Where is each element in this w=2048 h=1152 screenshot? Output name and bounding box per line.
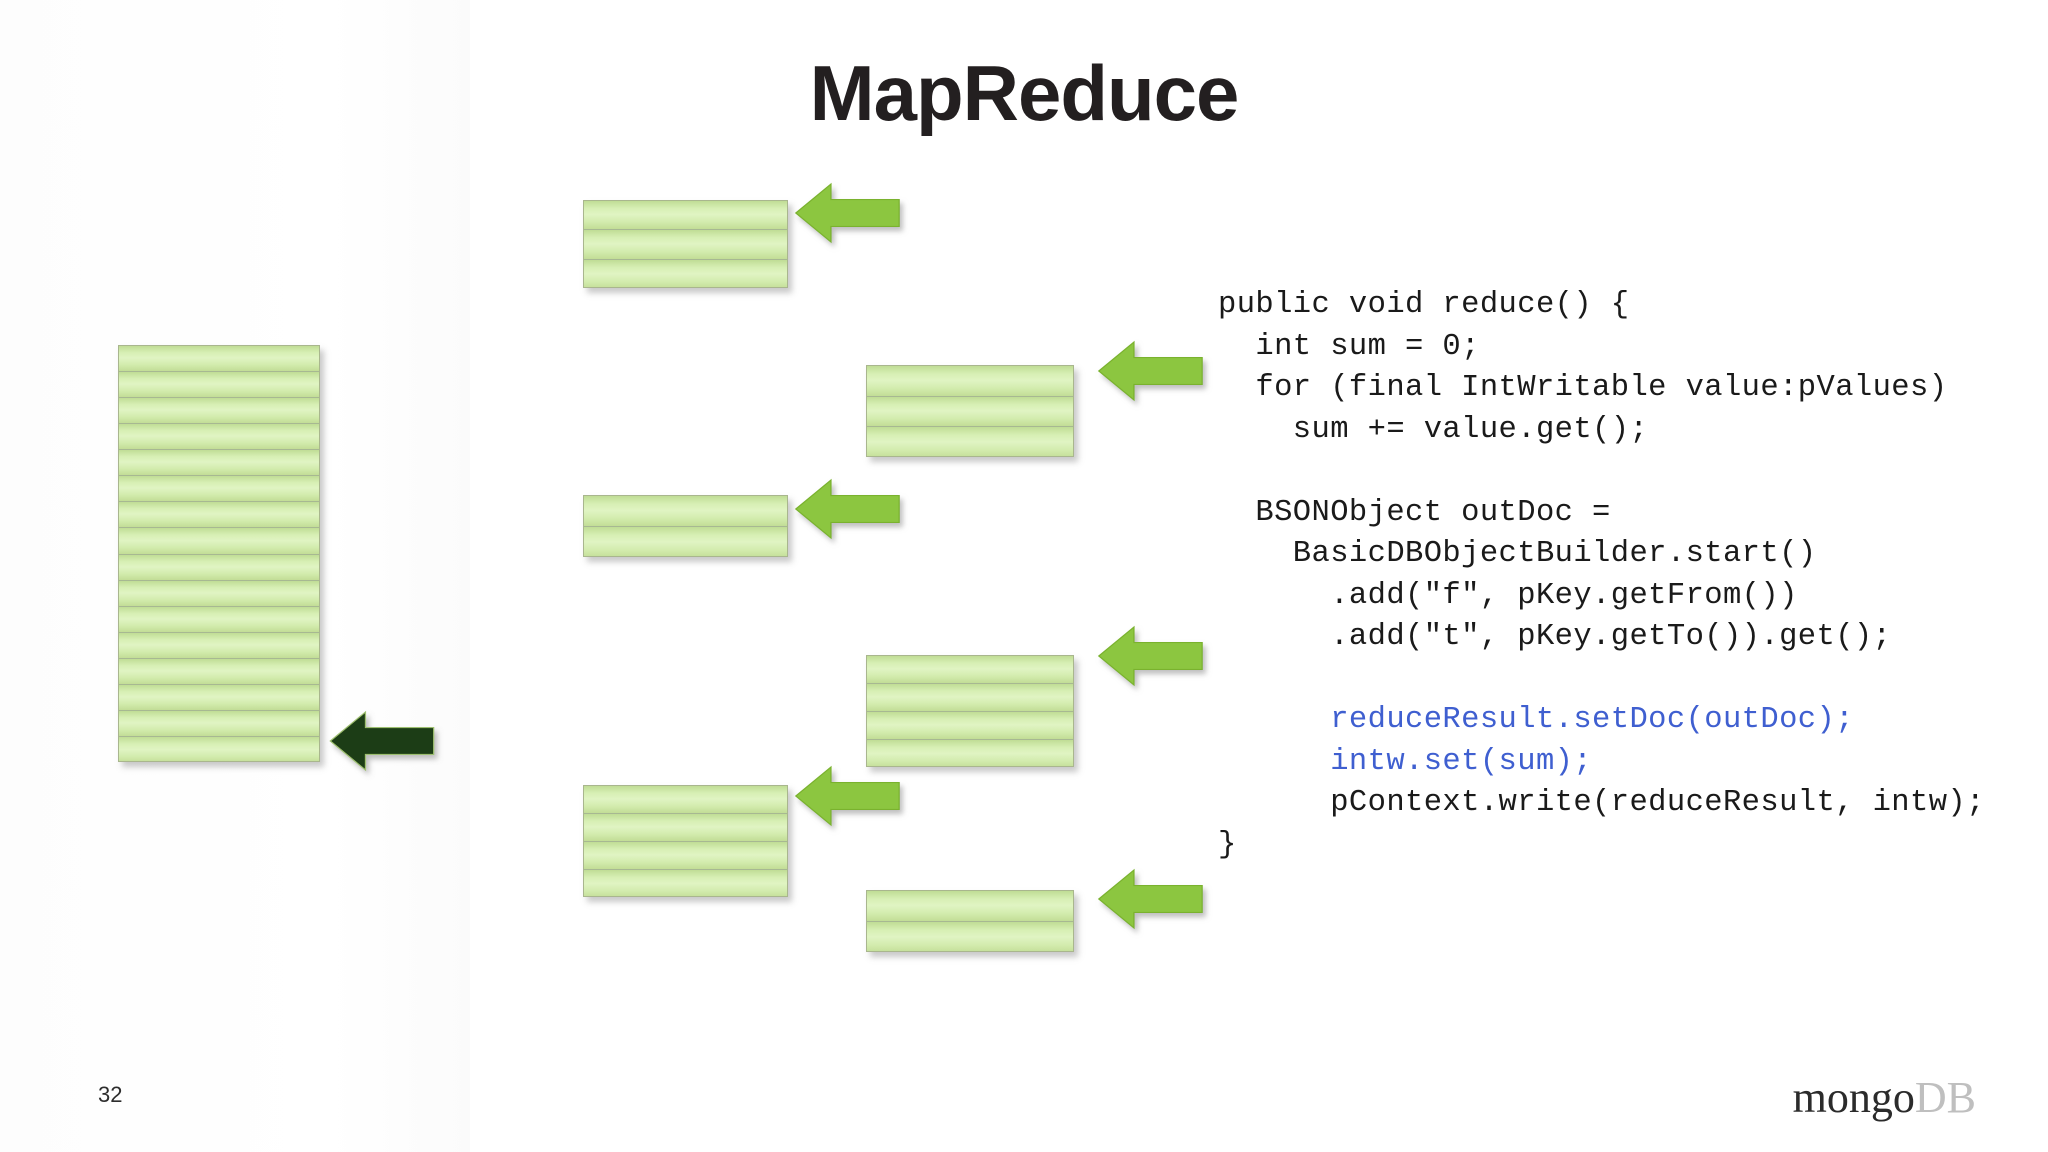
stack-band [119,424,319,451]
code-line: public void reduce() { [1218,288,1630,322]
map-arrow-4 [1097,625,1203,687]
stack-band [867,427,1073,456]
stack-band [867,922,1073,951]
code-line [1218,659,1985,701]
stack-band [119,450,319,477]
stack-band [584,814,787,842]
code-line: } [1218,827,1237,862]
stack-band [584,496,787,527]
stack-band [119,346,319,373]
stack-band [867,891,1073,922]
stack-band [119,736,319,761]
stack-band [867,396,1073,428]
stack-band [867,740,1073,766]
stack-band [584,259,787,287]
stack-band [867,366,1073,397]
stack-band [584,870,787,896]
stack-band [119,372,319,399]
reduced-output-stack [118,345,320,762]
code-line: BasicDBObjectBuilder.start() [1218,537,1817,571]
map-arrow-5 [794,765,900,827]
stack-band [584,842,787,870]
stack-band [119,684,319,711]
stack-band [119,502,319,529]
code-line: pContext.write(reduceResult, intw); [1218,786,1985,820]
code-line: int sum = 0; [1218,329,1480,364]
input-stack-6 [866,890,1074,952]
stack-band [119,606,319,633]
stack-band [584,527,787,556]
stack-band [119,710,319,737]
page-title: MapReduce [809,49,1240,137]
code-line [1218,451,1985,493]
code-block: public void reduce() { int sum = 0; for … [1218,285,1985,866]
logo-db-text: DB [1914,1073,1976,1122]
code-line: intw.set(sum); [1218,744,1593,779]
reduce-arrow [328,710,436,772]
map-arrow-1 [794,182,900,244]
stack-band [584,786,787,814]
stack-band [584,230,787,260]
logo-mongo-text: mongo [1792,1073,1915,1122]
map-arrow-2 [1097,340,1203,402]
mongodb-logo: mongoDB [1793,1072,1976,1123]
stack-band [867,712,1073,740]
stack-band [119,580,319,607]
input-stack-1 [583,200,788,288]
code-line: .add("f", pKey.getFrom()) [1218,578,1798,613]
stack-band [584,201,787,231]
stack-band [119,632,319,659]
code-line: sum += value.get(); [1218,412,1649,447]
input-stack-5 [583,785,788,897]
input-stack-3 [583,495,788,557]
stack-band [867,684,1073,712]
stack-band [867,656,1073,684]
stack-band [119,658,319,685]
map-arrow-6 [1097,868,1203,930]
stack-band [119,398,319,425]
input-stack-4 [866,655,1074,767]
page-number: 32 [98,1082,123,1107]
code-line: reduceResult.setDoc(outDoc); [1218,703,1854,737]
stack-band [119,528,319,555]
stack-band [119,476,319,503]
input-stack-2 [866,365,1074,457]
stack-band [119,554,319,581]
code-line: .add("t", pKey.getTo()).get(); [1218,620,1892,654]
map-arrow-3 [794,478,900,540]
code-line: for (final IntWritable value:pValues) [1218,371,1948,405]
code-line: BSONObject outDoc = [1218,495,1611,530]
